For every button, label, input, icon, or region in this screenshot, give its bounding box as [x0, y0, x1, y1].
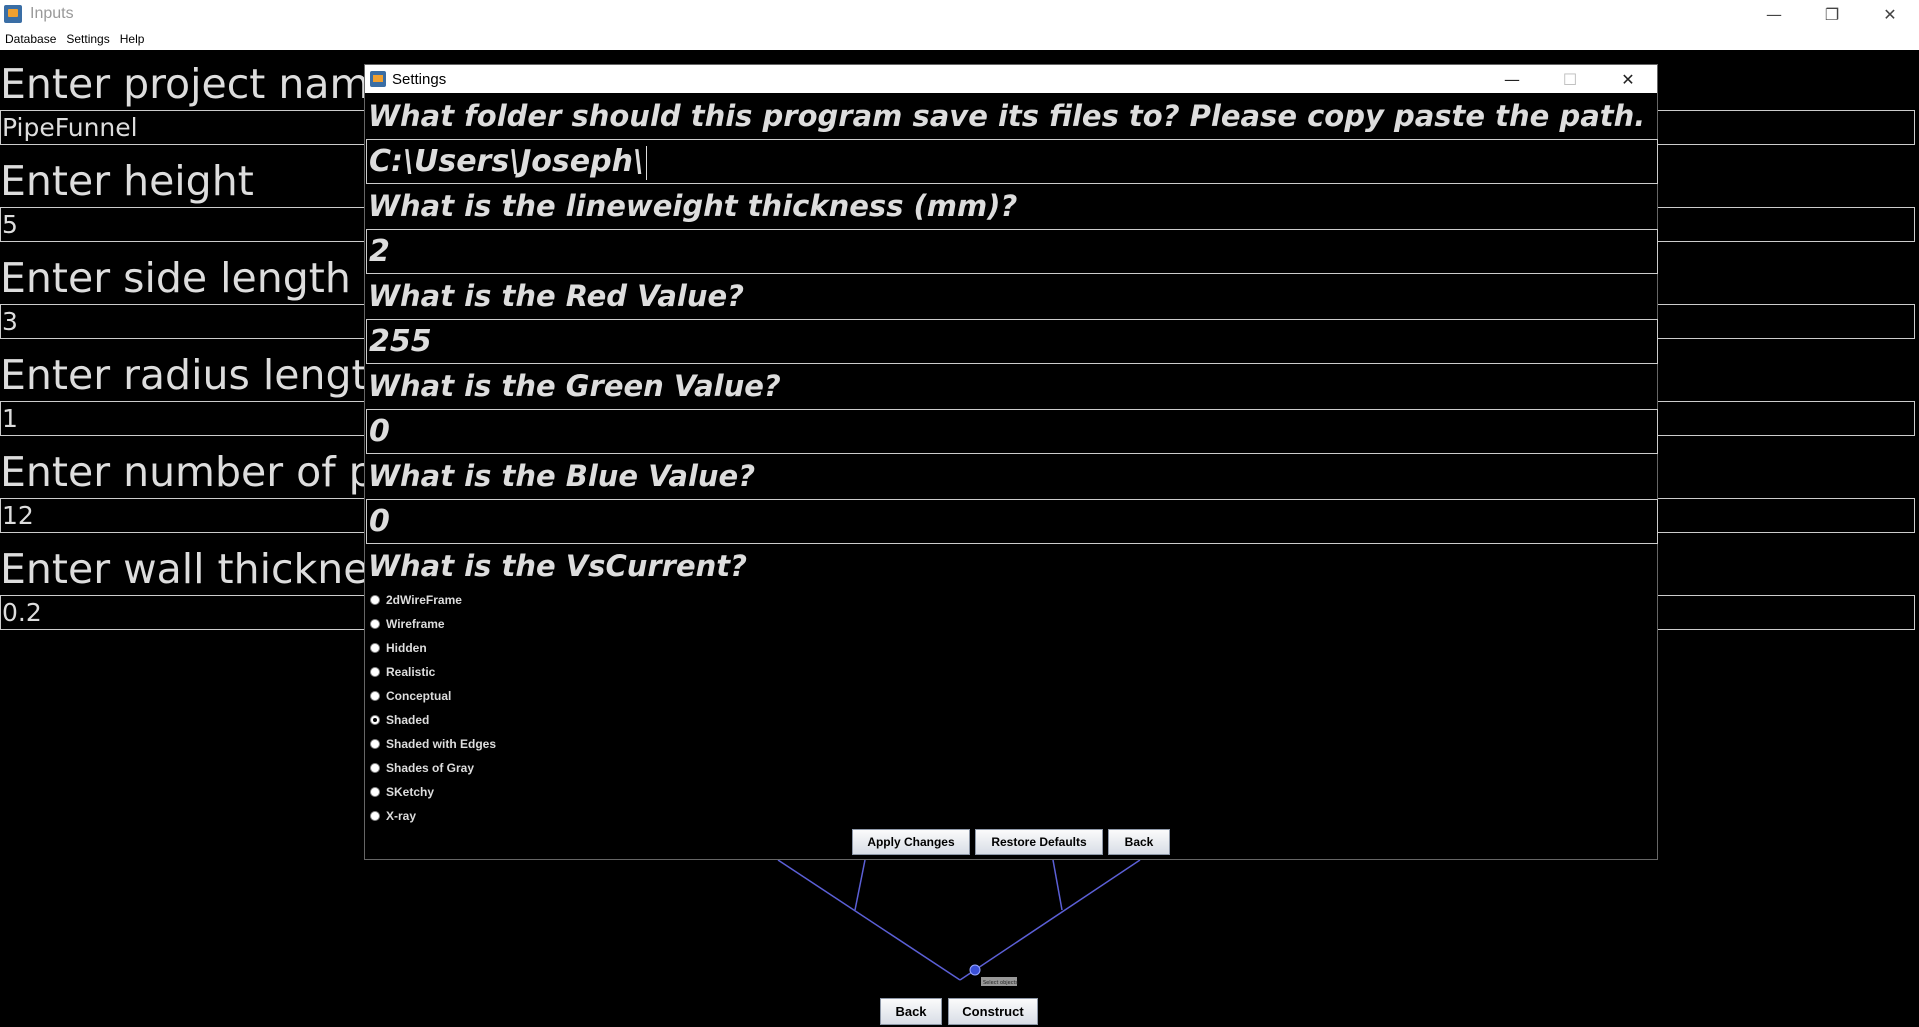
radio-shades-of-gray[interactable]: Shades of Gray — [370, 758, 474, 778]
minimize-icon[interactable]: — — [1766, 4, 1782, 24]
radio-label: Conceptual — [386, 689, 452, 703]
maximize-icon: ☐ — [1562, 69, 1578, 89]
radio-circle-icon[interactable] — [370, 811, 380, 821]
settings-title: Settings — [392, 70, 447, 88]
radio-2dwireframe[interactable]: 2dWireFrame — [370, 590, 462, 610]
minimize-icon[interactable]: — — [1504, 69, 1520, 89]
apply-changes-button[interactable]: Apply Changes — [852, 829, 970, 855]
red-question: What is the Red Value? — [368, 279, 744, 313]
radio-label: Shades of Gray — [386, 761, 475, 775]
side-length-label: Enter side length — [0, 254, 351, 302]
diagram-line-left — [777, 859, 961, 981]
restore-defaults-button[interactable]: Restore Defaults — [975, 829, 1103, 855]
diagram-line-right — [959, 859, 1141, 981]
radio-label: Shaded — [386, 713, 430, 727]
settings-titlebar: Settings — ☐ ✕ — [365, 65, 1657, 93]
blue-question: What is the Blue Value? — [368, 459, 756, 493]
radio-circle-icon[interactable] — [370, 763, 380, 773]
radio-circle-icon[interactable] — [370, 787, 380, 797]
menu-settings[interactable]: Settings — [66, 32, 110, 46]
construct-button[interactable]: Construct — [948, 998, 1038, 1025]
wall-thickness-label: Enter wall thickness — [0, 545, 412, 593]
green-question: What is the Green Value? — [368, 369, 781, 403]
radio-wireframe[interactable]: Wireframe — [370, 614, 445, 634]
cursor-pick-icon — [969, 964, 981, 976]
radio-circle-icon[interactable] — [370, 595, 380, 605]
radio-label: Hidden — [386, 641, 427, 655]
radio-hidden[interactable]: Hidden — [370, 638, 427, 658]
radio-label: SKetchy — [386, 785, 435, 799]
settings-window-controls: — ☐ ✕ — [1483, 65, 1657, 93]
diagram-line-inner-right — [1052, 859, 1063, 911]
java-app-icon — [370, 71, 386, 87]
tooltip-box — [981, 977, 1017, 986]
radio-shaded[interactable]: Shaded — [370, 710, 429, 730]
close-icon[interactable]: ✕ — [1621, 69, 1635, 89]
settings-dialog: Settings — ☐ ✕ What folder should this p… — [364, 64, 1658, 860]
menu-help[interactable]: Help — [119, 32, 145, 46]
radio-conceptual[interactable]: Conceptual — [370, 686, 451, 706]
radio-label: Realistic — [386, 665, 436, 679]
radio-label: Wireframe — [386, 617, 445, 631]
number-of-psi-label: Enter number of ps — [0, 448, 397, 496]
restore-icon[interactable]: ❐ — [1824, 4, 1840, 24]
radio-circle-icon[interactable] — [370, 643, 380, 653]
radio-circle-icon[interactable] — [370, 739, 380, 749]
radio-label: Shaded with Edges — [386, 737, 497, 751]
lineweight-input[interactable]: 2 — [366, 229, 1658, 274]
java-app-icon — [4, 5, 22, 23]
radio-circle-icon[interactable] — [370, 691, 380, 701]
window-title: Inputs — [30, 5, 74, 22]
back-button[interactable]: Back — [880, 998, 942, 1025]
height-label: Enter height — [0, 157, 254, 205]
vscurrent-question: What is the VsCurrent? — [368, 549, 747, 583]
close-icon[interactable]: ✕ — [1883, 4, 1897, 24]
blue-input[interactable]: 0 — [366, 499, 1658, 544]
tooltip-text: Select objects — [983, 980, 1018, 986]
radio-selected-icon[interactable] — [370, 715, 380, 725]
radio-realistic[interactable]: Realistic — [370, 662, 435, 682]
radio-circle-icon[interactable] — [370, 619, 380, 629]
window-controls: — ❐ ✕ — [1745, 0, 1919, 28]
radio-label: 2dWireFrame — [386, 593, 462, 607]
menu-database[interactable]: Database — [5, 32, 57, 46]
settings-back-button[interactable]: Back — [1108, 829, 1170, 855]
lineweight-question: What is the lineweight thickness (mm)? — [368, 189, 1018, 223]
main-titlebar: Inputs — ❐ ✕ — [0, 0, 1919, 28]
menubar: Database Settings Help — [0, 28, 1919, 50]
radio-sketchy[interactable]: SKetchy — [370, 782, 434, 802]
green-input[interactable]: 0 — [366, 409, 1658, 454]
red-input[interactable]: 255 — [366, 319, 1658, 364]
radius-length-label: Enter radius length — [0, 351, 394, 399]
project-name-label: Enter project name — [0, 60, 395, 108]
radio-circle-icon[interactable] — [370, 667, 380, 677]
radio-shaded-with-edges[interactable]: Shaded with Edges — [370, 734, 496, 754]
folder-path-value: C:\Users\Joseph\ — [369, 144, 644, 179]
text-caret — [645, 145, 647, 180]
radio-label: X-ray — [386, 809, 417, 823]
diagram-line-inner-left — [854, 859, 866, 911]
radio-x-ray[interactable]: X-ray — [370, 806, 416, 826]
folder-question: What folder should this program save its… — [368, 99, 1646, 133]
folder-path-input[interactable]: C:\Users\Joseph\ — [366, 139, 1658, 184]
